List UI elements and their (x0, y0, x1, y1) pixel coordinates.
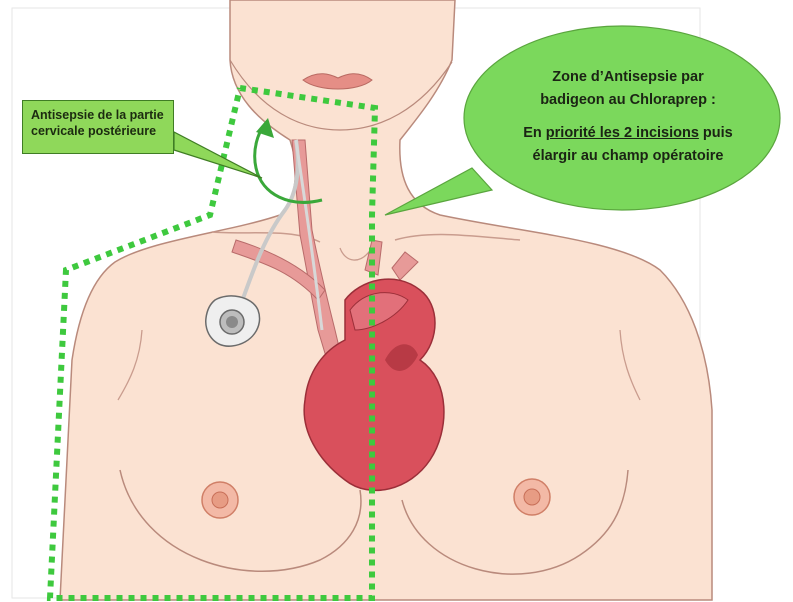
bubble-line-2: badigeon au Chloraprep : (488, 89, 768, 112)
bubble-underlined-text: priorité les 2 incisions (546, 125, 699, 141)
label-line-2: cervicale postérieure (31, 124, 156, 138)
bubble-text: Zone d’Antisepsie par badigeon au Chlora… (488, 66, 768, 168)
nipple-right-center (524, 489, 540, 505)
bubble-line-3-start: En (523, 125, 546, 141)
label-line-1: Antisepsie de la partie (31, 108, 164, 122)
bubble-line-3-end: puis (699, 125, 733, 141)
bubble-line-1: Zone d’Antisepsie par (488, 66, 768, 89)
nipple-left-center (212, 492, 228, 508)
bubble-line-3: En priorité les 2 incisions puis (488, 122, 768, 145)
bubble-line-4: élargir au champ opératoire (488, 145, 768, 168)
posterior-cervical-label: Antisepsie de la partie cervicale postér… (22, 100, 174, 154)
